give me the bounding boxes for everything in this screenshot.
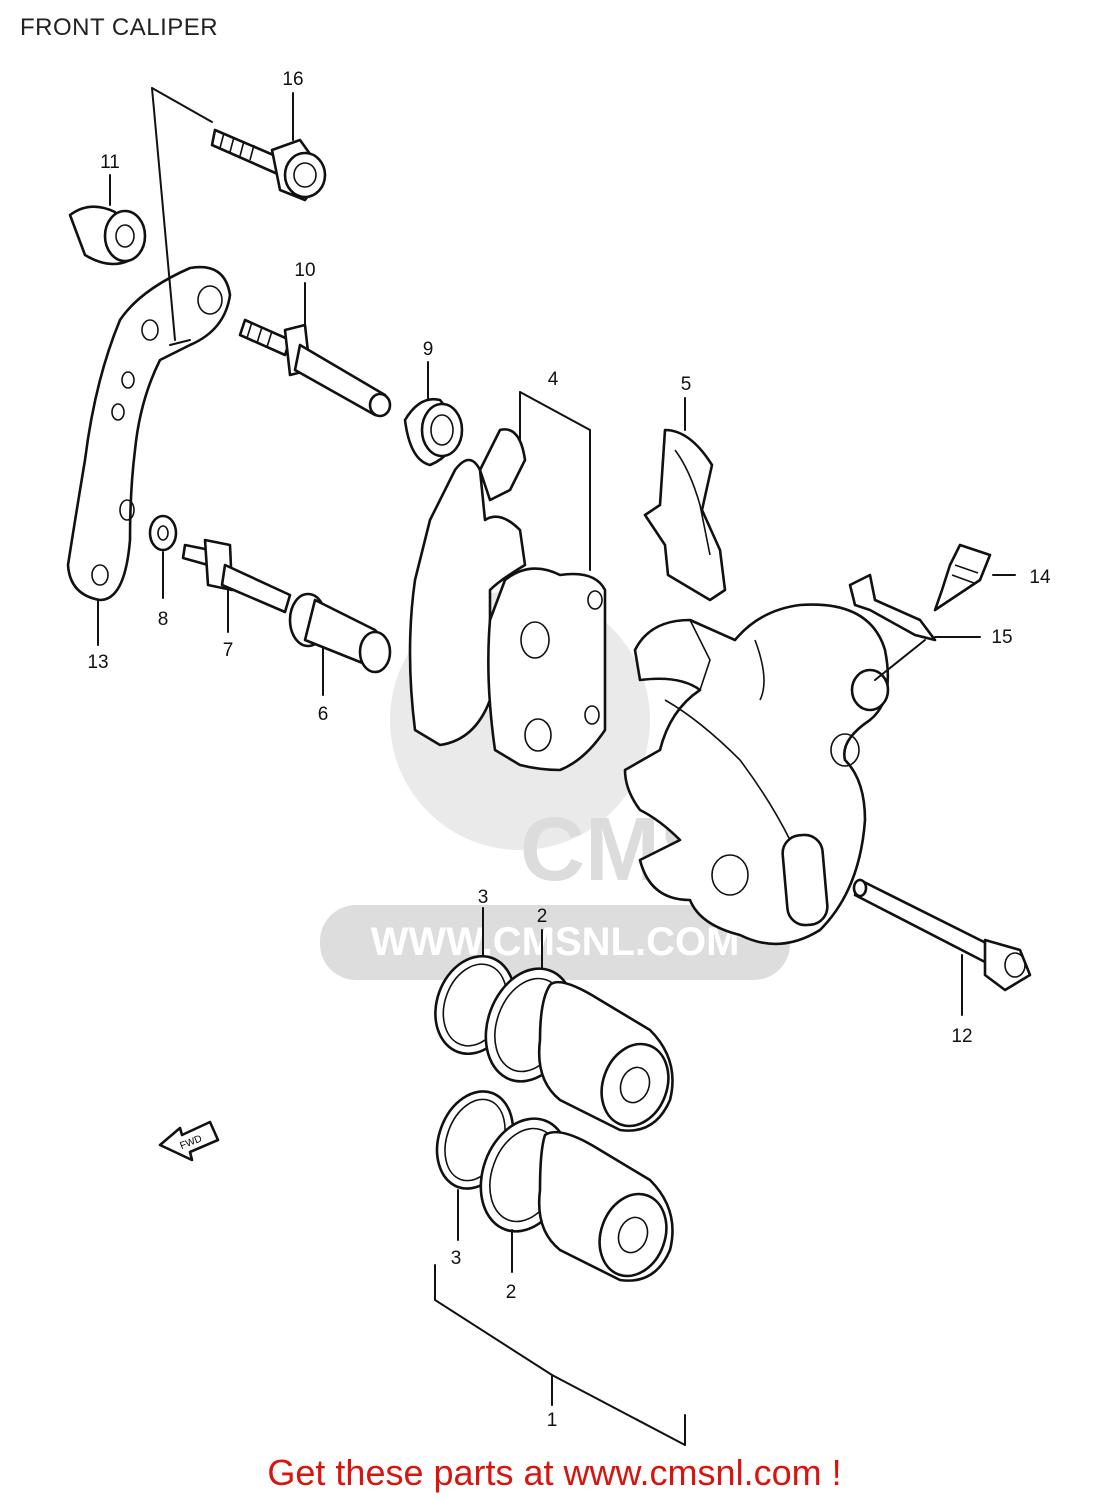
part-14-bleeder (933, 543, 992, 612)
part-8-washer (148, 514, 178, 552)
part-7-pin (181, 538, 292, 614)
callout-16: 16 (282, 69, 303, 90)
callout-8: 8 (158, 609, 169, 630)
callout-2-lower: 2 (506, 1282, 517, 1303)
exploded-parts-diagram: WWW.CMSNL.COM CMS (66, 69, 1051, 1446)
part-6-boot (288, 592, 392, 674)
page-title: FRONT CALIPER (20, 14, 219, 41)
callout-15: 15 (991, 627, 1012, 648)
footer-link[interactable]: Get these parts at www.cmsnl.com ! (267, 1452, 842, 1493)
callout-2-upper: 2 (537, 906, 548, 927)
callout-10: 10 (294, 260, 315, 281)
leader-lines (97, 87, 1016, 1446)
part-5-spring (643, 428, 727, 602)
part-10-pin (238, 318, 392, 418)
callout-13: 13 (87, 652, 108, 673)
piston-upper (434, 954, 674, 1132)
callout-labels: 16 11 10 9 4 5 14 15 8 13 7 6 3 2 12 3 2… (87, 69, 1051, 1431)
forward-direction-arrow: FWD (158, 1120, 220, 1162)
callout-3-lower: 3 (451, 1248, 462, 1269)
part-11-collar (68, 205, 147, 266)
part-15-cap (848, 573, 937, 642)
piston-lower (435, 1090, 674, 1282)
callout-9: 9 (423, 339, 434, 360)
part-13-bracket (66, 265, 232, 602)
part-4-pads (408, 428, 607, 772)
callout-1: 1 (547, 1410, 558, 1431)
callout-5: 5 (681, 374, 692, 395)
callout-7: 7 (223, 640, 234, 661)
part-16-bolt (210, 128, 327, 202)
callout-11: 11 (100, 152, 120, 173)
caliper-body (623, 603, 890, 946)
callout-4: 4 (548, 369, 559, 390)
part-12-pin (852, 878, 1032, 992)
callout-14: 14 (1029, 567, 1051, 588)
callout-3-upper: 3 (478, 887, 489, 908)
part-9-boot (403, 397, 464, 467)
callout-6: 6 (318, 704, 329, 725)
callout-12: 12 (951, 1026, 972, 1047)
watermark-url: WWW.CMSNL.COM (371, 920, 740, 964)
